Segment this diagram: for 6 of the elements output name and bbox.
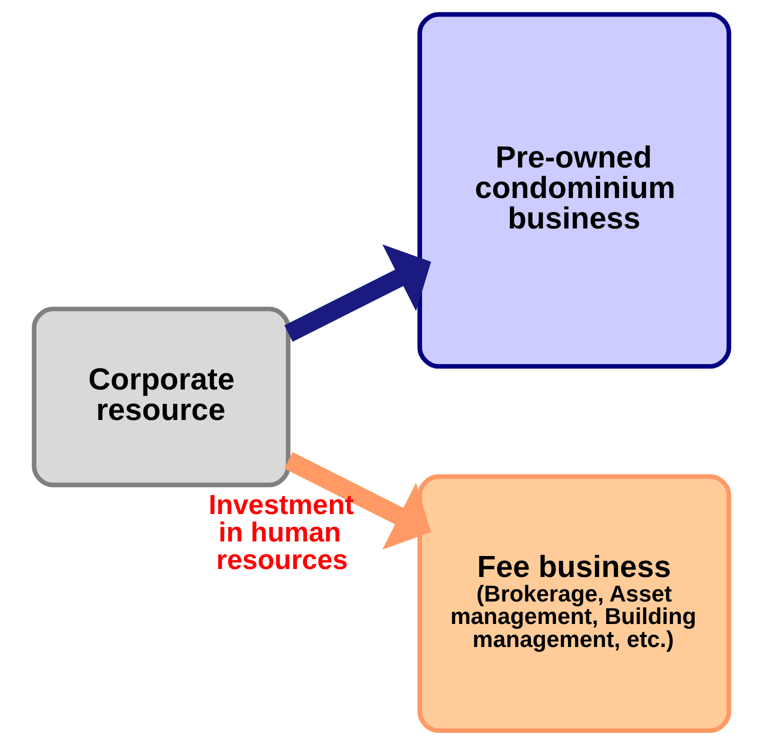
node-box: Pre-owned condominium business [417, 12, 732, 369]
arrow [284, 452, 432, 550]
arrow [284, 244, 432, 342]
edge-label: Investment in human resources [208, 488, 354, 575]
node-box: Corporate resource [32, 306, 290, 488]
node-box: Fee business (Brokerage, Asset management, Building management, etc.) [417, 474, 732, 733]
